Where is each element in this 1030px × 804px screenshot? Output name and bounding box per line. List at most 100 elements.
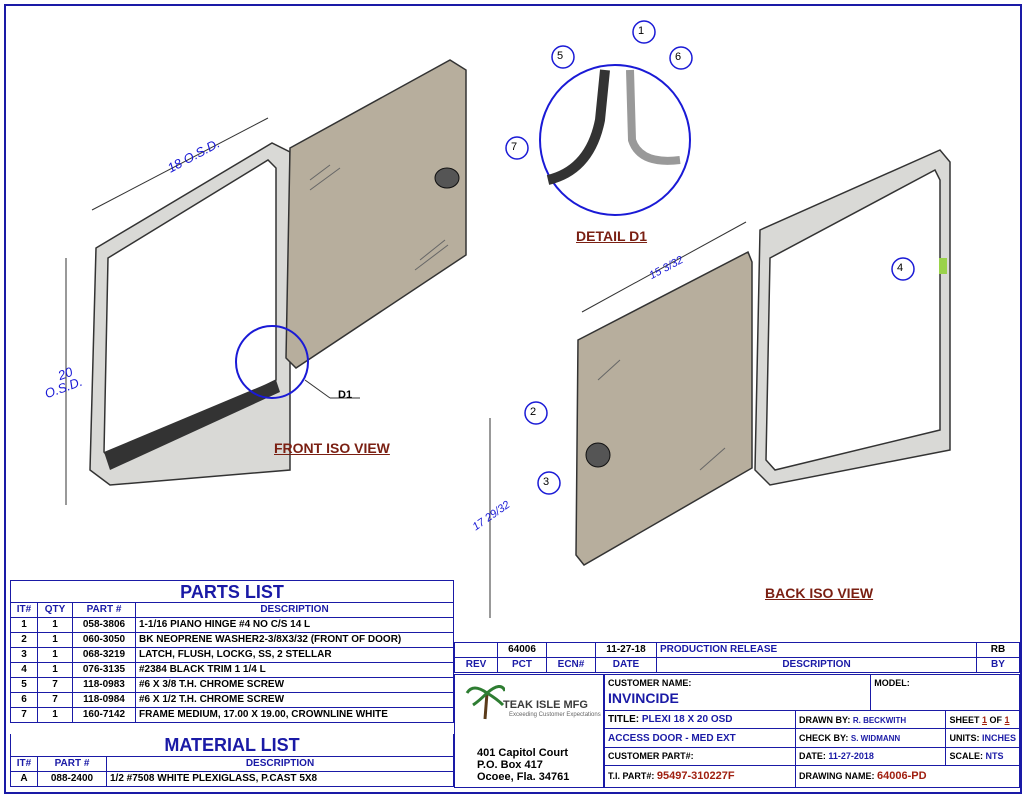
cell: 1: [37, 617, 73, 633]
cell: 1: [10, 617, 38, 633]
back-door-panel: [575, 250, 753, 566]
cell: 058-3806: [72, 617, 136, 633]
revision-row: 64006 11-27-18 PRODUCTION RELEASE RB: [454, 642, 1020, 658]
detail-frame-edge: [546, 69, 610, 185]
cell: 160-7142: [72, 707, 136, 723]
drawn-by-value: R. BECKWITH: [852, 715, 907, 725]
date-label: DATE:: [799, 751, 826, 762]
cell: 5: [10, 677, 38, 693]
cell: 118-0984: [72, 692, 136, 708]
drawing-sheet: [4, 4, 1022, 794]
sheet-num: 1: [981, 714, 987, 725]
header-date: DATE: [595, 657, 657, 673]
sheet-label: SHEET: [949, 714, 980, 725]
revision-table: 64006 11-27-18 PRODUCTION RELEASE RB REV…: [454, 642, 1020, 673]
glass-streak: [597, 359, 621, 381]
cell: #6 X 3/8 T.H. CHROME SCREW: [135, 677, 454, 693]
cell: 088-2400: [37, 771, 107, 787]
cell: 1: [37, 662, 73, 678]
customer-part-label: CUSTOMER PART#:: [608, 751, 694, 762]
back-frame-inner: [765, 168, 941, 471]
balloon-label-1: 1: [638, 25, 645, 37]
glass-streak: [414, 244, 449, 271]
header-description: DESCRIPTION: [106, 756, 454, 772]
ecn-cell: [546, 642, 596, 658]
header-by: BY: [976, 657, 1020, 673]
ti-part-label: T.I. PART#:: [608, 771, 655, 782]
detail-circle-d1: [235, 325, 309, 399]
address-line-2: P.O. Box 417: [477, 759, 543, 771]
balloon-label-5: 5: [557, 50, 564, 62]
units-value: INCHES: [981, 733, 1016, 744]
cell: 7: [37, 692, 73, 708]
cell: 076-3135: [72, 662, 136, 678]
cell: 1: [37, 647, 73, 663]
model-cell: MODEL:: [870, 673, 1020, 712]
cell: 7: [37, 677, 73, 693]
back-latch: [585, 442, 611, 468]
by-cell: RB: [976, 642, 1020, 658]
header-ecn: ECN#: [546, 657, 596, 673]
cell: 1-1/16 PIANO HINGE #4 NO C/S 14 L: [135, 617, 454, 633]
back-iso-title: BACK ISO VIEW: [765, 585, 874, 601]
header-description: DESCRIPTION: [656, 657, 977, 673]
title-line-1: PLEXI 18 X 20 OSD: [641, 714, 733, 726]
company-tagline: Exceeding Customer Expectations: [509, 712, 601, 718]
header-it: IT#: [10, 756, 38, 772]
sheet-cell: SHEET 1 OF 1: [945, 710, 1020, 730]
title-line-2: ACCESS DOOR - MED EXT: [604, 728, 796, 748]
scale-value: NTS: [985, 751, 1004, 762]
units-cell: UNITS: INCHES: [945, 728, 1020, 748]
cell: 060-3050: [72, 632, 136, 648]
revision-header: REV PCT ECN# DATE DESCRIPTION BY: [454, 657, 1020, 673]
glass-streak: [699, 447, 726, 471]
front-latch: [434, 167, 460, 189]
company-name: TEAK ISLE MFG: [503, 699, 588, 711]
balloon-label-6: 6: [675, 51, 682, 63]
customer-name-label: CUSTOMER NAME:: [608, 678, 692, 688]
parts-list-title: PARTS LIST: [10, 580, 454, 602]
material-list-header: IT# PART # DESCRIPTION: [10, 756, 454, 772]
customer-name: INVINCIDE: [608, 690, 679, 706]
header-part: PART #: [37, 756, 107, 772]
header-rev: REV: [454, 657, 498, 673]
header-pct: PCT: [497, 657, 547, 673]
cell: 118-0983: [72, 677, 136, 693]
dim-line-back-width: [581, 221, 747, 313]
cell: LATCH, FLUSH, LOCKG, SS, 2 STELLAR: [135, 647, 454, 663]
header-it: IT#: [10, 602, 38, 618]
scale-cell: SCALE: NTS: [945, 746, 1020, 766]
units-label: UNITS:: [949, 733, 980, 744]
title-cell: TITLE: PLEXI 18 X 20 OSD: [604, 710, 796, 730]
balloon-6: [669, 46, 693, 70]
cell: 1/2 #7508 WHITE PLEXIGLASS, P.CAST 5X8: [106, 771, 454, 787]
check-by-label: CHECK BY:: [799, 733, 849, 744]
pct-cell: 64006: [497, 642, 547, 658]
cell: 2: [10, 632, 38, 648]
balloon-label-3: 3: [543, 476, 550, 488]
cell: 068-3219: [72, 647, 136, 663]
cell: A: [10, 771, 38, 787]
glass-streak: [419, 239, 446, 261]
palm-tree-logo: [465, 685, 505, 720]
balloon-3: [537, 471, 561, 495]
balloon-5: [551, 45, 575, 69]
ti-part-cell: T.I. PART#: 95497-310227F: [604, 764, 796, 789]
title-label: TITLE:: [608, 714, 640, 726]
scale-label: SCALE:: [949, 751, 983, 762]
glass-streak: [309, 164, 331, 181]
customer-part-cell: CUSTOMER PART#:: [604, 746, 796, 766]
parts-list-header: IT# QTY PART # DESCRIPTION: [10, 602, 454, 618]
detail-door-edge: [626, 69, 681, 165]
ti-part-value: 95497-310227F: [656, 770, 735, 783]
date-cell: 11-27-18: [595, 642, 657, 658]
cell: 1: [37, 707, 73, 723]
